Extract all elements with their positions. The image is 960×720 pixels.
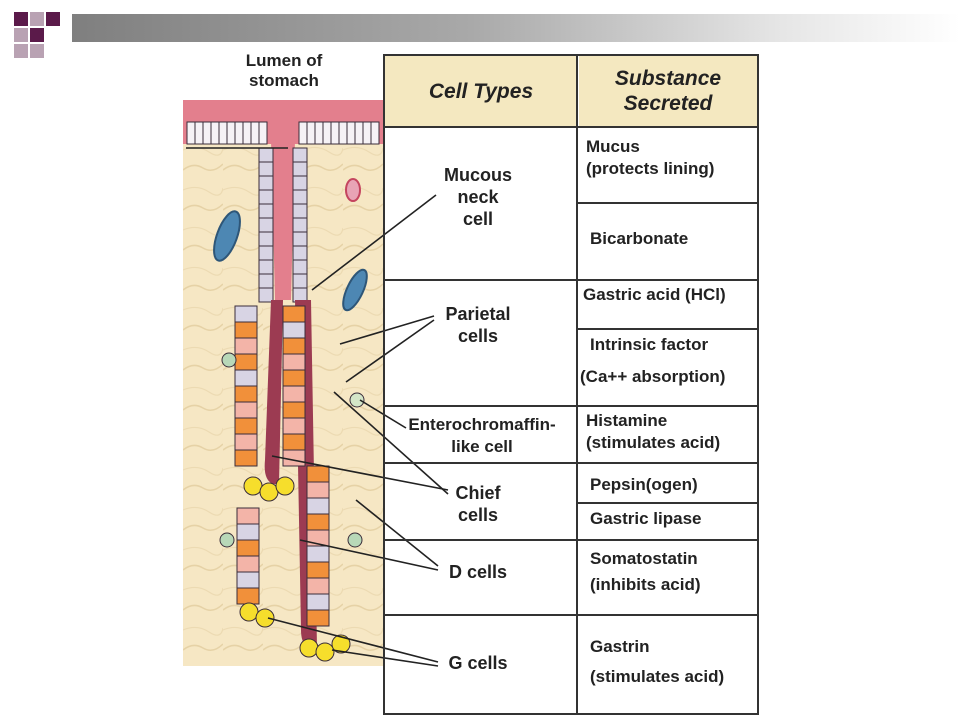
substance-somatostatin: Somatostatin (inhibits acid) [590, 548, 701, 596]
substance-line: Intrinsic factor [590, 335, 709, 354]
substance-gastric-acid: Gastric acid (HCl) [583, 284, 726, 306]
substance-line: Pepsin(ogen) [590, 475, 698, 494]
substance-line: Mucus [586, 137, 640, 156]
gastric-gland-illustration [183, 100, 383, 666]
substance-histamine: Histamine (stimulates acid) [586, 410, 720, 454]
cell-type-line: like cell [451, 437, 513, 456]
g-cells-lower [239, 602, 351, 662]
cell-type-parietal: Parietal cells [428, 303, 528, 347]
cell-type-line: D cells [448, 562, 508, 582]
blood-vessel [342, 268, 368, 312]
cell-type-line: G cells [448, 653, 508, 673]
cell-type-mucous-neck: Mucous neck cell [428, 164, 528, 230]
cell-type-d: D cells [428, 561, 528, 583]
pointer-line [333, 391, 449, 495]
cell-type-line: Parietal [445, 304, 511, 324]
lumen-label: Lumen of stomach [232, 51, 336, 91]
pointer-line [311, 194, 437, 291]
d-cell [221, 352, 237, 368]
cell-type-line: cell [462, 209, 494, 229]
substance-line: Histamine [586, 411, 668, 430]
pointer-line [267, 617, 439, 663]
g-cells-left [243, 476, 295, 502]
lumen-label-line: stomach [249, 71, 319, 90]
decorative-square [30, 12, 44, 26]
row-divider [577, 502, 759, 504]
ecl-cell [349, 392, 365, 408]
pointer-line [271, 455, 449, 491]
header-substance-label: Substance [614, 67, 722, 90]
substance-pepsinogen: Pepsin(ogen) [590, 474, 698, 496]
substance-line: Somatostatin [590, 549, 698, 568]
mucous-neck-cells [258, 147, 308, 303]
title-bar [72, 14, 960, 42]
header-cell-types: Cell Types [385, 56, 577, 126]
row-divider [577, 202, 759, 204]
substance-gastric-lipase: Gastric lipase [590, 508, 702, 530]
decorative-square [46, 12, 60, 26]
row-divider [383, 462, 759, 464]
substance-line: Gastric acid (HCl) [583, 285, 726, 304]
row-divider [383, 405, 759, 407]
substance-line: Bicarbonate [590, 229, 689, 248]
substance-line: (stimulates acid) [590, 667, 725, 686]
header-substance-label: Secreted [623, 92, 713, 115]
cell-type-line: cells [457, 326, 499, 346]
substance-line: Gastric lipase [590, 509, 702, 528]
gland-lumen-left [264, 300, 283, 484]
lumen-label-line: Lumen of [245, 51, 323, 70]
substance-line: (inhibits acid) [590, 575, 701, 594]
row-divider [383, 126, 759, 128]
substance-line: Gastrin [590, 637, 650, 656]
decorative-square [14, 44, 28, 58]
decorative-square [30, 44, 44, 58]
d-cell [347, 532, 363, 548]
d-cell [219, 532, 235, 548]
row-divider [577, 328, 759, 330]
pointer-line [299, 539, 439, 571]
substance-mucus: Mucus (protects lining) [586, 136, 714, 180]
cell-type-chief: Chief cells [428, 482, 528, 526]
pointer-line [331, 649, 439, 667]
substance-gastrin: Gastrin (stimulates acid) [590, 636, 724, 688]
substance-bicarbonate: Bicarbonate [590, 228, 688, 250]
pointer-line [355, 499, 439, 567]
substance-line: (Ca++ absorption) [580, 367, 726, 386]
surface-epithelium [186, 121, 380, 145]
pit-opening [271, 140, 295, 300]
cell-type-line: Chief [455, 483, 501, 503]
cell-type-line: neck [457, 187, 499, 207]
cell-type-line: Enterochromaffin- [408, 415, 556, 434]
header-substance: Substance Secreted [579, 56, 757, 126]
substance-intrinsic-factor: Intrinsic factor (Ca++ absorption) [580, 334, 725, 388]
decorative-square [14, 28, 28, 42]
cell-type-enterochromaffin: Enterochromaffin- like cell [390, 414, 574, 458]
blood-vessel [345, 178, 361, 202]
decorative-square [14, 12, 28, 26]
decorative-square [30, 28, 44, 42]
column-divider [576, 54, 578, 715]
pointer-line [339, 315, 435, 345]
row-divider [383, 279, 759, 281]
cell-type-line: Mucous [443, 165, 512, 185]
row-divider [383, 614, 759, 616]
substance-line: (protects lining) [586, 159, 715, 178]
header-cell-types-label: Cell Types [428, 79, 534, 103]
substance-line: (stimulates acid) [586, 433, 721, 452]
gland-cells-left [234, 305, 306, 467]
pointer-line [345, 319, 435, 383]
cell-type-line: cells [457, 505, 499, 525]
cell-type-g: G cells [428, 652, 528, 674]
blood-vessel [213, 210, 241, 262]
cell-table [383, 54, 759, 715]
row-divider [383, 539, 759, 541]
